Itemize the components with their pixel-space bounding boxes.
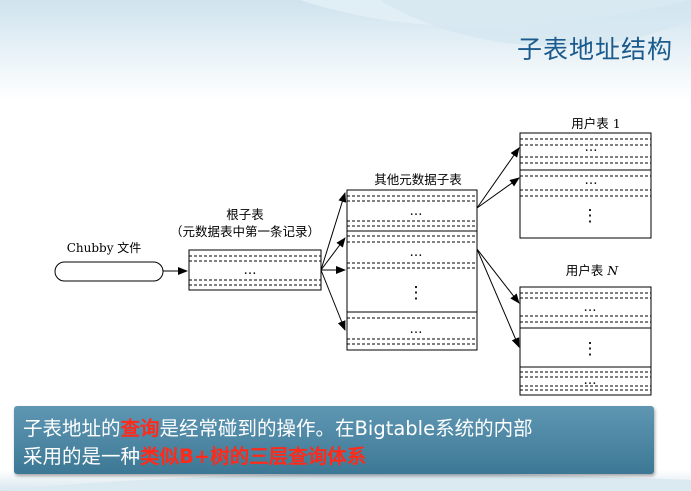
root-to-meta-arrow-1 [320, 192, 347, 271]
userN-ellipsis-1: … [584, 300, 597, 315]
root-to-meta-arrow-2 [320, 237, 346, 271]
meta-to-user1-arrow-2 [476, 177, 520, 209]
root-label: 根子表 [226, 207, 264, 222]
meta-tablets-box [346, 189, 478, 351]
user1-vellipsis: ⋮ [582, 206, 599, 226]
meta-to-user1-arrow-1 [476, 147, 520, 209]
caption-highlight-three-level: 类似B+树的三层查询体系 [140, 445, 367, 468]
chubby-file-box [54, 261, 164, 282]
meta-ellipsis-2: … [410, 245, 423, 260]
caption-text-1c: 是经常碰到的操作。在Bigtable系统的内部 [159, 417, 533, 440]
caption-text-2a: 采用的是一种 [23, 445, 141, 468]
meta-ellipsis-1: … [410, 204, 423, 219]
userN-label: 用户表 N [566, 263, 620, 278]
meta-to-userN-arrow-2 [476, 248, 520, 348]
root-tablet-box [188, 249, 322, 291]
caption-line-2: 采用的是一种类似B+树的三层查询体系 [23, 440, 366, 469]
meta-ellipsis-3: … [410, 322, 423, 337]
meta-label: 其他元数据子表 [374, 172, 462, 187]
root-to-meta-arrow-4 [320, 269, 346, 331]
userN-vellipsis: ⋮ [582, 339, 599, 359]
user-table-1-box [519, 132, 652, 239]
user-table-n-box [519, 286, 652, 396]
meta-to-userN-arrow-1 [476, 248, 520, 304]
user1-ellipsis-2: … [585, 173, 598, 188]
meta-vellipsis: ⋮ [408, 283, 425, 303]
caption-text-1a: 子表地址的 [23, 417, 121, 440]
caption-highlight-query: 查询 [120, 417, 160, 440]
root-ellipsis: … [244, 263, 257, 278]
chubby-label: Chubby 文件 [67, 240, 142, 255]
caption-box: 子表地址的查询是经常碰到的操作。在Bigtable系统的内部 采用的是一种类似B… [14, 406, 654, 474]
root-sublabel: （元数据表中第一条记录） [170, 224, 320, 239]
user1-label: 用户表 1 [571, 116, 620, 131]
slide-title: 子表地址结构 [516, 35, 673, 64]
user1-ellipsis-1: … [585, 140, 598, 155]
caption-line-1: 子表地址的查询是经常碰到的操作。在Bigtable系统的内部 [23, 412, 533, 441]
userN-ellipsis-2: … [584, 373, 597, 388]
